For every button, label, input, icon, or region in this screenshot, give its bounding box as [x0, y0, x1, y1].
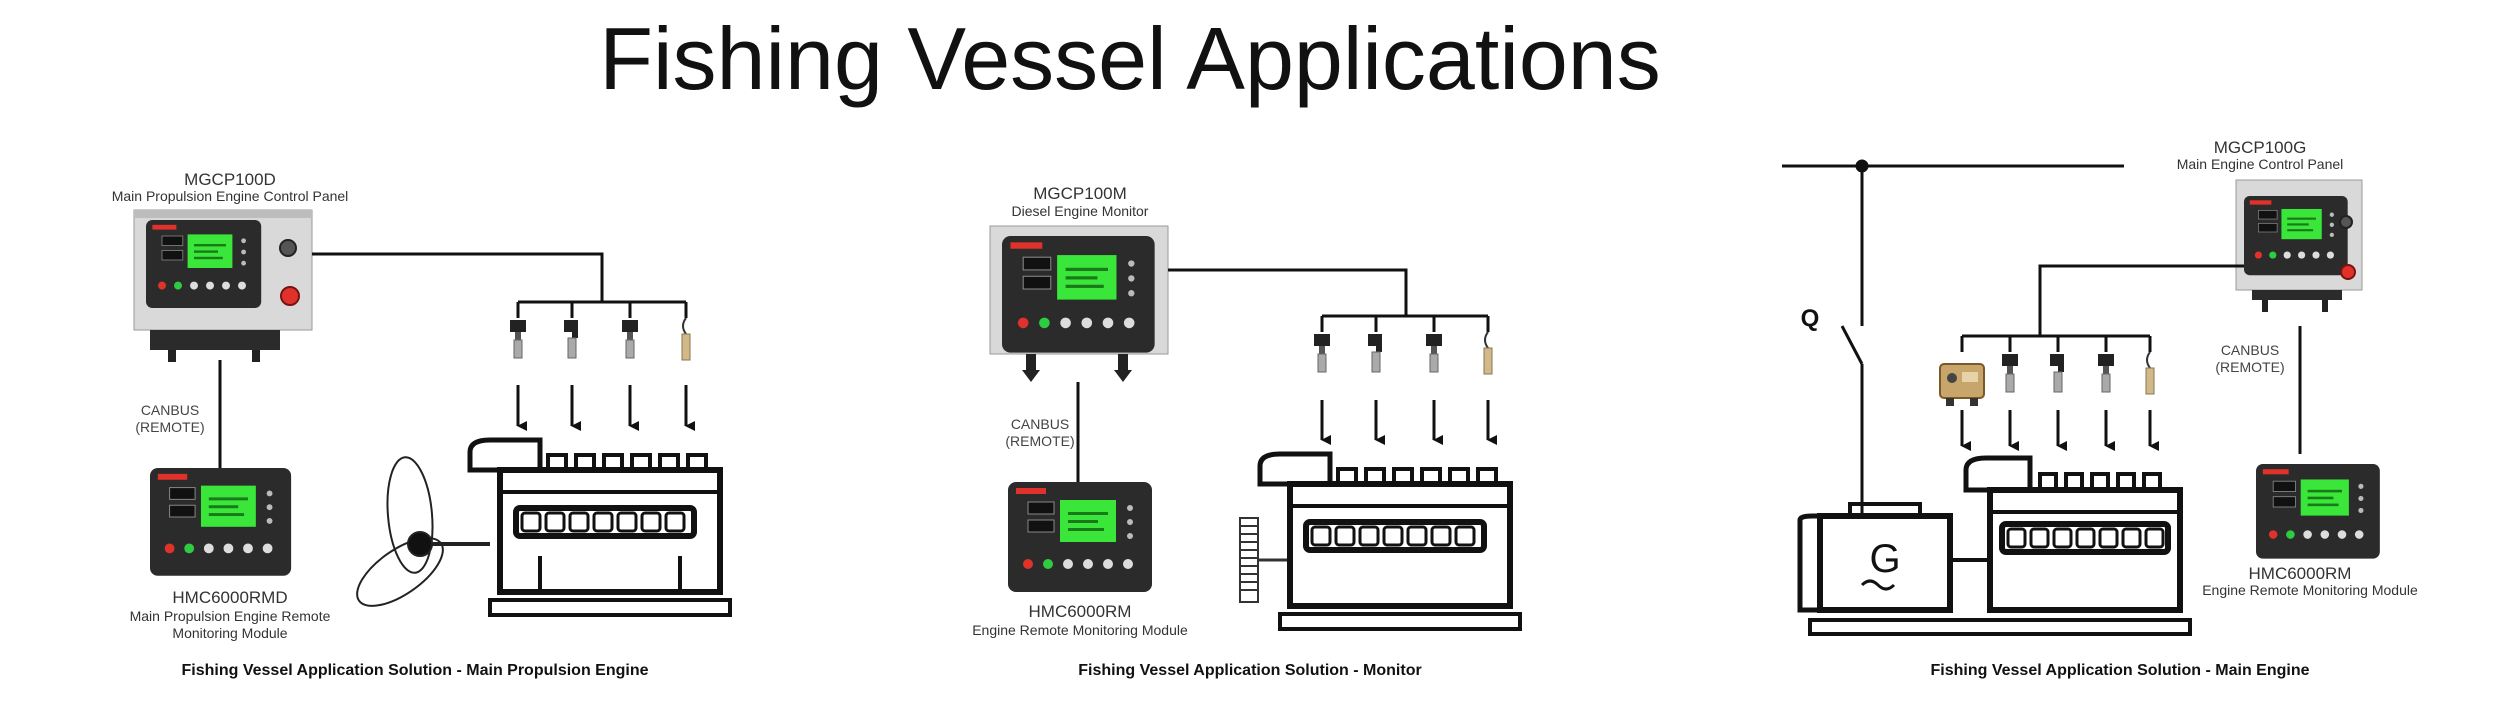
remote-desc-1-line1: Main Propulsion Engine Remote [129, 608, 331, 624]
engine-cylinders-1 [520, 511, 686, 533]
canbus-line1: CANBUS [1010, 416, 1070, 432]
controller-panel-3 [2235, 179, 2363, 312]
remote-desc-3: Engine Remote Monitoring Module [2202, 582, 2418, 598]
flywheel-icon [1239, 517, 1290, 603]
canbus-line1: CANBUS [140, 402, 200, 418]
canbus-line2: (REMOTE) [2215, 359, 2285, 375]
canbus-label-2: CANBUS (REMOTE) [990, 416, 1090, 450]
engine-icon-3 [1963, 455, 2183, 613]
wire-controller-1-to-sensors [218, 252, 688, 470]
engine-icon-2 [1257, 451, 1522, 631]
propeller-icon [356, 456, 490, 607]
sensor-arrows-1 [516, 385, 695, 431]
remote-module-1 [149, 467, 292, 577]
caption-1: Fishing Vessel Application Solution - Ma… [181, 662, 649, 679]
controller-model-3: MGCP100G [2213, 138, 2307, 157]
remote-model-1: HMC6000RMD [172, 588, 288, 607]
canbus-label-3: CANBUS (REMOTE) [2200, 342, 2300, 376]
remote-model-3: HMC6000RM [2248, 564, 2352, 583]
controller-desc-1: Main Propulsion Engine Control Panel [111, 188, 349, 204]
wire-controller-3-to-sensors [1960, 264, 2302, 454]
page-title: Fishing Vessel Applications [599, 9, 1661, 108]
caption-2: Fishing Vessel Application Solution - Mo… [1078, 662, 1422, 679]
canbus-line2: (REMOTE) [135, 419, 205, 435]
switch-q-label: Q [1800, 305, 1820, 332]
engine-icon-1 [467, 437, 732, 617]
controller-model-1: MGCP100D [184, 170, 276, 189]
generator-g-label: G [1869, 537, 1900, 581]
generator-icon [1797, 502, 2192, 636]
canbus-line1: CANBUS [2220, 342, 2280, 358]
sensor-group-2 [1313, 331, 1493, 375]
canbus-line2: (REMOTE) [1005, 433, 1075, 449]
wire-controller-2-to-sensors [1076, 268, 1490, 484]
sensor-arrows-2 [1320, 400, 1497, 445]
engine-cylinders-2 [1310, 525, 1476, 547]
remote-model-2: HMC6000RM [1028, 602, 1132, 621]
controller-panel-1 [133, 209, 313, 362]
switch-q-icon [1840, 325, 1864, 516]
sensor-arrows-3 [1960, 410, 2159, 451]
remote-desc-2: Engine Remote Monitoring Module [972, 622, 1188, 638]
controller-panel-2 [989, 225, 1169, 382]
controller-desc-3: Main Engine Control Panel [2176, 156, 2344, 172]
caption-3: Fishing Vessel Application Solution - Ma… [1930, 662, 2310, 679]
canbus-label-1: CANBUS (REMOTE) [120, 402, 220, 436]
sensor-group-1 [509, 317, 691, 361]
busbar [1782, 159, 2124, 326]
controller-desc-2: Diesel Engine Monitor [1011, 203, 1149, 219]
sensor-group-3 [2001, 351, 2155, 395]
actuator-icon [1939, 363, 1985, 406]
remote-module-3 [2255, 463, 2381, 560]
engine-cylinders-3 [2006, 527, 2165, 549]
remote-desc-1: Main Propulsion Engine Remote Monitoring… [80, 608, 380, 642]
remote-module-2 [1007, 481, 1153, 593]
controller-model-2: MGCP100M [1033, 184, 1127, 203]
remote-desc-1-line2: Monitoring Module [172, 625, 288, 641]
